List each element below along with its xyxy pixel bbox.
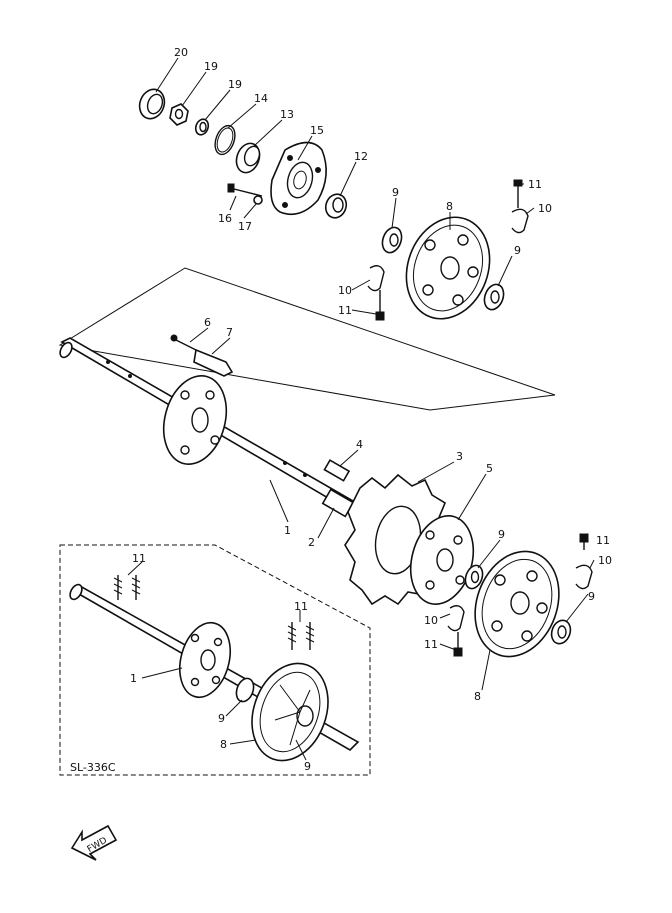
callout-9: 9 bbox=[304, 760, 311, 773]
upper-assembly-guide-frame bbox=[58, 267, 556, 411]
callout-6: 6 bbox=[204, 316, 211, 329]
callout-13: 13 bbox=[280, 108, 294, 121]
callout-19: 19 bbox=[228, 78, 242, 91]
callout-11: 11 bbox=[596, 534, 610, 547]
callout-14: 14 bbox=[254, 92, 268, 105]
part-10-upper-clip-left bbox=[367, 265, 385, 292]
part-11-lower-bolt-left bbox=[453, 632, 463, 657]
part-9-upper-bearing-right bbox=[483, 283, 505, 311]
part-13-bearing bbox=[235, 142, 261, 174]
leader-lines bbox=[127, 57, 595, 761]
callout-1: 1 bbox=[130, 672, 137, 685]
callout-10: 10 bbox=[424, 614, 438, 627]
callout-11: 11 bbox=[338, 304, 352, 317]
callout-2: 2 bbox=[308, 536, 315, 549]
part-4-key bbox=[323, 459, 351, 482]
callout-11: 11 bbox=[424, 638, 438, 651]
callout-11: 11 bbox=[294, 600, 308, 613]
part-11-upper-bolt-left bbox=[375, 290, 385, 321]
part-15-bearing-housing bbox=[270, 141, 327, 216]
part-12-bearing bbox=[324, 193, 348, 219]
callout-15: 15 bbox=[310, 124, 324, 137]
part-11-upper-bolt-right bbox=[513, 179, 523, 208]
callout-11: 11 bbox=[132, 552, 146, 565]
callout-4: 4 bbox=[356, 438, 363, 451]
inset-part-11-bolts-right bbox=[287, 622, 315, 650]
inset-part-11-bolts-left bbox=[113, 575, 141, 600]
callout-9: 9 bbox=[514, 244, 521, 257]
inset-part-5-hub bbox=[179, 621, 231, 699]
part-20-seal bbox=[138, 88, 166, 120]
part-7-bracket bbox=[193, 348, 234, 377]
callout-20: 20 bbox=[174, 46, 188, 59]
sub-assembly-code: SL-336C bbox=[70, 761, 116, 774]
part-10-upper-clip-right bbox=[511, 208, 529, 234]
fwd-arrow-icon: FWD bbox=[70, 824, 118, 861]
part-17-washer bbox=[253, 195, 263, 205]
callout-19: 19 bbox=[204, 60, 218, 73]
part-14-snap-ring bbox=[214, 124, 236, 156]
callout-16: 16 bbox=[218, 212, 232, 225]
callout-11: 11 bbox=[528, 178, 542, 191]
part-10-lower-clip-left bbox=[447, 605, 465, 632]
inset-box-sl336c bbox=[59, 544, 371, 776]
part-11-lower-bolt-right bbox=[579, 533, 589, 550]
callout-9: 9 bbox=[498, 528, 505, 541]
callout-12: 12 bbox=[354, 150, 368, 163]
part-9-upper-bearing-left bbox=[381, 226, 403, 254]
callout-labels: 20 19 19 14 13 15 12 16 17 9 8 11 10 9 1… bbox=[130, 46, 612, 773]
part-19-nut bbox=[169, 103, 189, 126]
callout-17: 17 bbox=[238, 220, 252, 233]
callout-10: 10 bbox=[538, 202, 552, 215]
callout-9: 9 bbox=[392, 186, 399, 199]
callout-5: 5 bbox=[486, 462, 493, 475]
part-19-washer bbox=[194, 118, 210, 136]
part-8-upper-idler-wheel bbox=[405, 216, 491, 320]
callout-8: 8 bbox=[220, 738, 227, 751]
inset-part-8-wheel bbox=[251, 662, 329, 762]
callout-7: 7 bbox=[226, 326, 233, 339]
part-9-lower-bearing-left bbox=[464, 564, 484, 590]
part-5-left-hub-wheel bbox=[162, 375, 228, 465]
callout-10: 10 bbox=[598, 554, 612, 567]
part-8-lower-idler-wheel bbox=[474, 550, 560, 658]
part-9-lower-bearing-right bbox=[550, 619, 572, 645]
callout-10: 10 bbox=[338, 284, 352, 297]
callout-1: 1 bbox=[284, 524, 291, 537]
part-10-lower-clip-right bbox=[575, 564, 593, 590]
callout-9: 9 bbox=[588, 590, 595, 603]
part-16-bolt bbox=[227, 183, 263, 197]
callout-3: 3 bbox=[456, 450, 463, 463]
callout-8: 8 bbox=[474, 690, 481, 703]
callout-9: 9 bbox=[218, 712, 225, 725]
callout-8: 8 bbox=[446, 200, 453, 213]
